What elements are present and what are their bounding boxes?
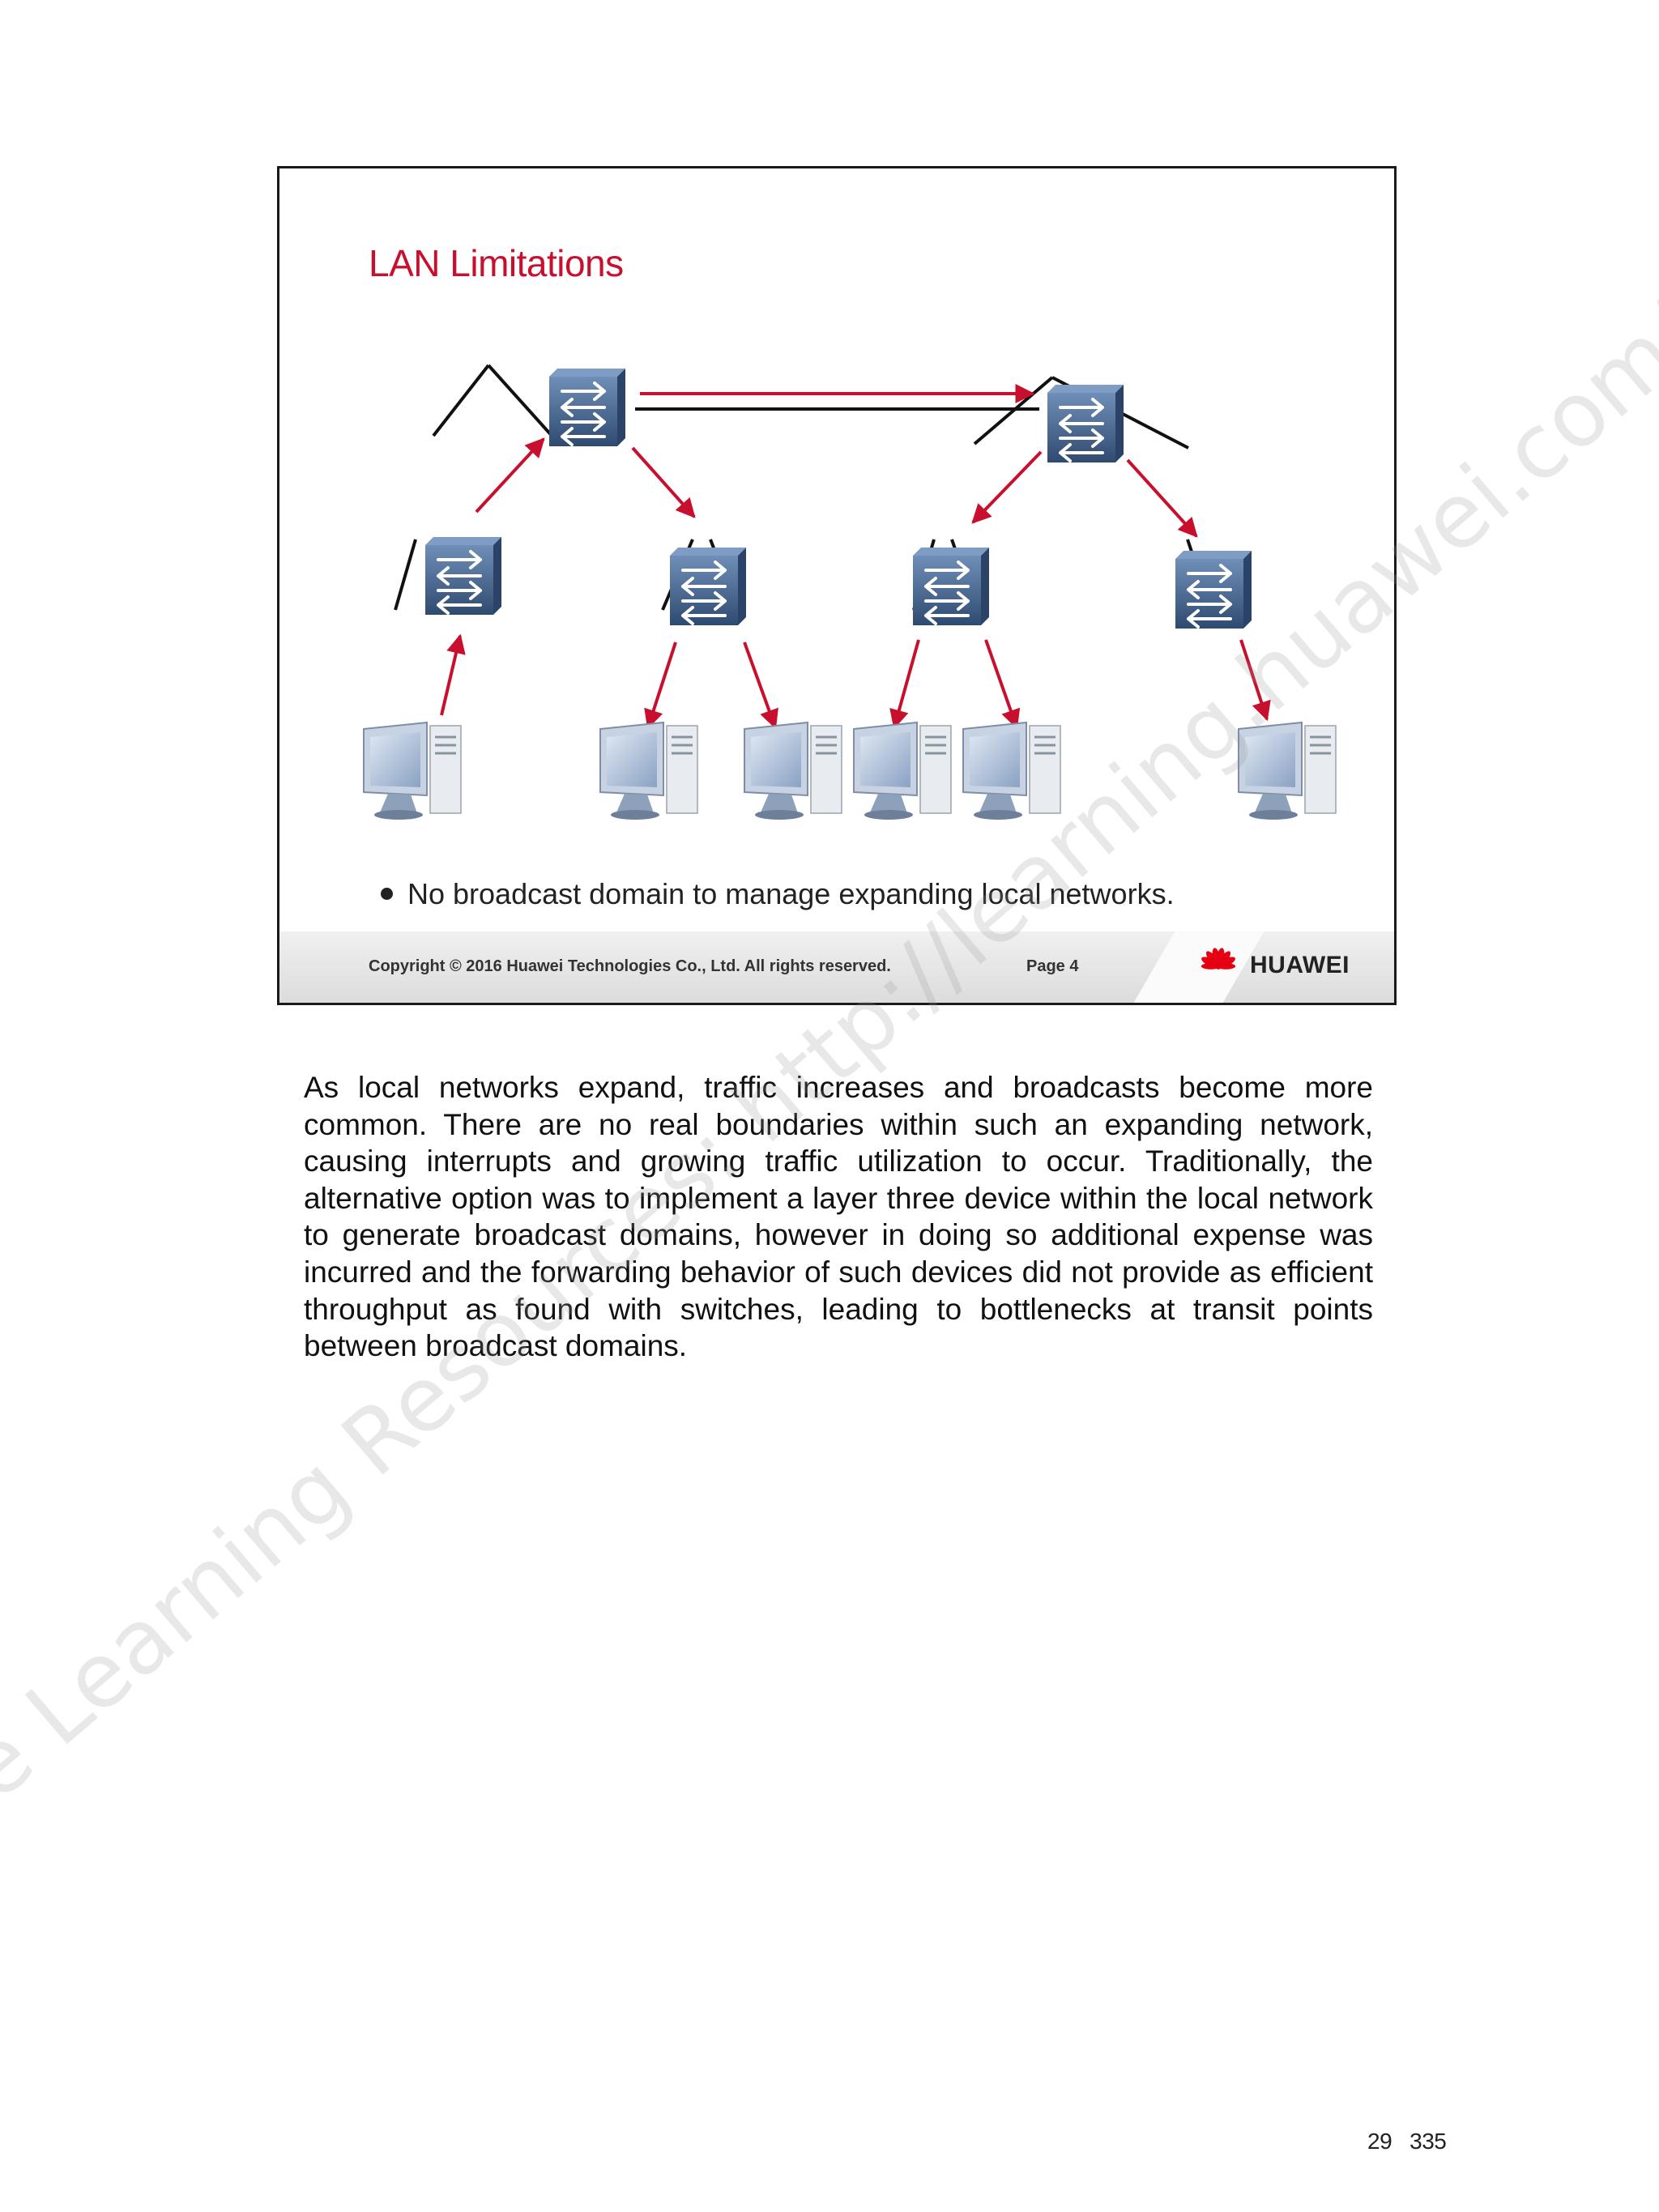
computer-icon [962, 721, 1062, 821]
slide-footer: Copyright © 2016 Huawei Technologies Co.… [279, 931, 1394, 1003]
computer-icon [743, 721, 843, 821]
slide-bullet: No broadcast domain to manage expanding … [381, 877, 1175, 911]
slide-title: LAN Limitations [369, 242, 624, 284]
bullet-text: No broadcast domain to manage expanding … [407, 877, 1175, 910]
brand-name: HUAWEI [1250, 952, 1350, 978]
red-broadcast-arrows [440, 384, 1271, 730]
switch-icon [668, 546, 748, 627]
computer-icon [362, 721, 463, 821]
network-diagram [362, 364, 1337, 821]
bullet-dot-icon [381, 887, 393, 900]
huawei-logo: HUAWEI [1193, 946, 1350, 985]
page-current: 29 [1367, 2129, 1392, 2154]
footer-page: Page 4 [1026, 957, 1079, 975]
switch-icon [424, 535, 503, 616]
switch-icon [911, 546, 991, 627]
body-paragraph: As local networks expand, traffic increa… [304, 1071, 1373, 1363]
footer-copyright: Copyright © 2016 Huawei Technologies Co.… [369, 957, 891, 975]
page-number: 29 335 [1367, 2129, 1447, 2154]
switch-icon [1174, 549, 1253, 630]
computer-icons [362, 721, 1337, 821]
switch-icon [548, 367, 627, 448]
page-total: 335 [1410, 2129, 1447, 2154]
slide: LAN Limitations [277, 166, 1397, 1005]
switch-icon [1046, 383, 1125, 464]
computer-icon [599, 721, 699, 821]
computer-icon [852, 721, 953, 821]
computer-icon [1237, 721, 1337, 821]
huawei-petal-icon [1201, 948, 1236, 970]
